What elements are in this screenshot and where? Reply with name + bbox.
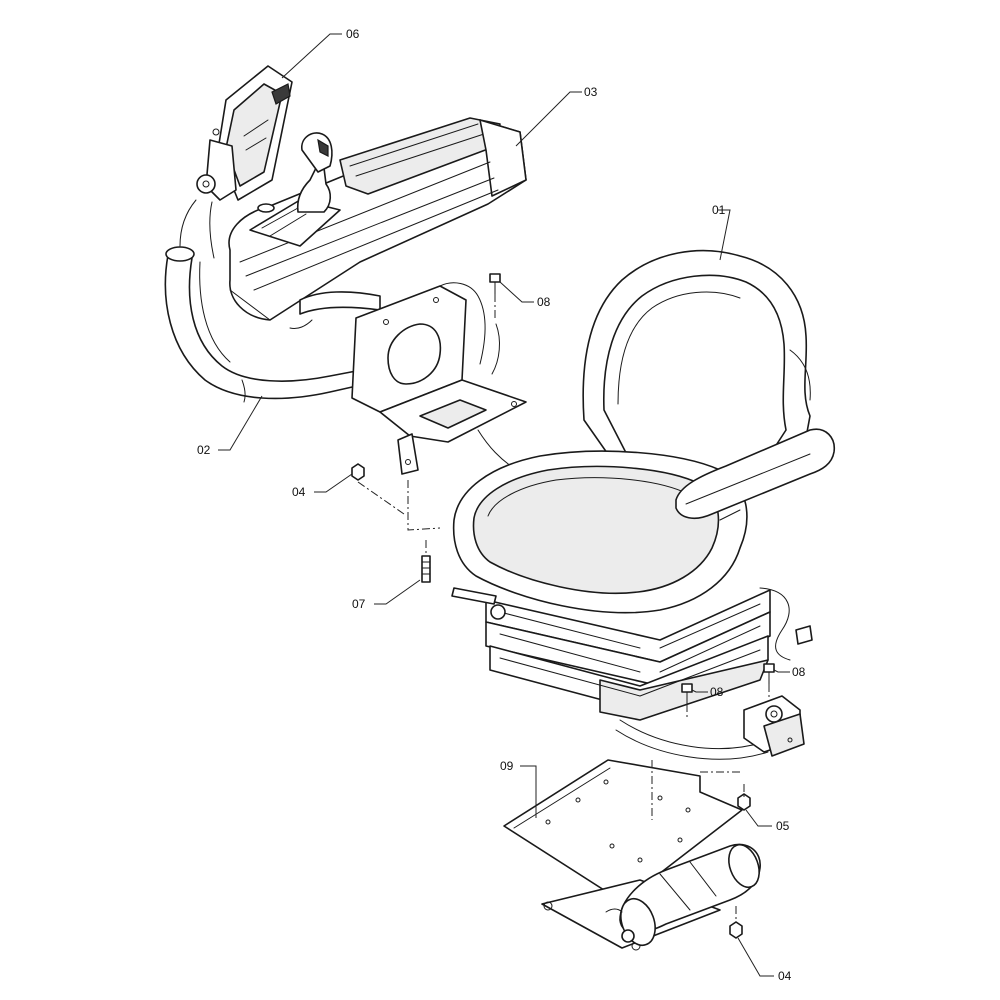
operator-seat [451,249,835,760]
nut-05 [737,793,751,811]
callout-01: 01 [712,203,726,217]
callout-08-middle: 08 [710,685,724,699]
control-console [228,117,527,329]
callout-04-upper: 04 [292,485,306,499]
leader-lines [218,33,790,977]
display-monitor [179,65,293,259]
rear-mount-bracket [743,695,805,757]
bolt-08-middle [681,683,693,693]
assembly-center-lines [357,294,770,922]
callout-08-right: 08 [792,665,806,679]
callout-labels: 01 02 03 04 04 05 06 07 08 08 08 09 [197,27,806,983]
fasteners [351,273,775,939]
stud-07 [421,555,431,583]
callout-02: 02 [197,443,211,457]
callout-03: 03 [584,85,598,99]
callout-06: 06 [346,27,360,41]
callout-04-lower: 04 [778,969,792,983]
callout-08-upper: 08 [537,295,551,309]
nut-04-lower [729,921,743,939]
console-mount-bracket [351,282,527,475]
nut-04-upper [351,463,365,481]
bolt-08-upper [489,273,501,283]
bottom-suspension-unit [541,843,761,951]
callout-05: 05 [776,819,790,833]
bolt-08-right [763,663,775,673]
callout-07: 07 [352,597,366,611]
callout-09: 09 [500,759,514,773]
